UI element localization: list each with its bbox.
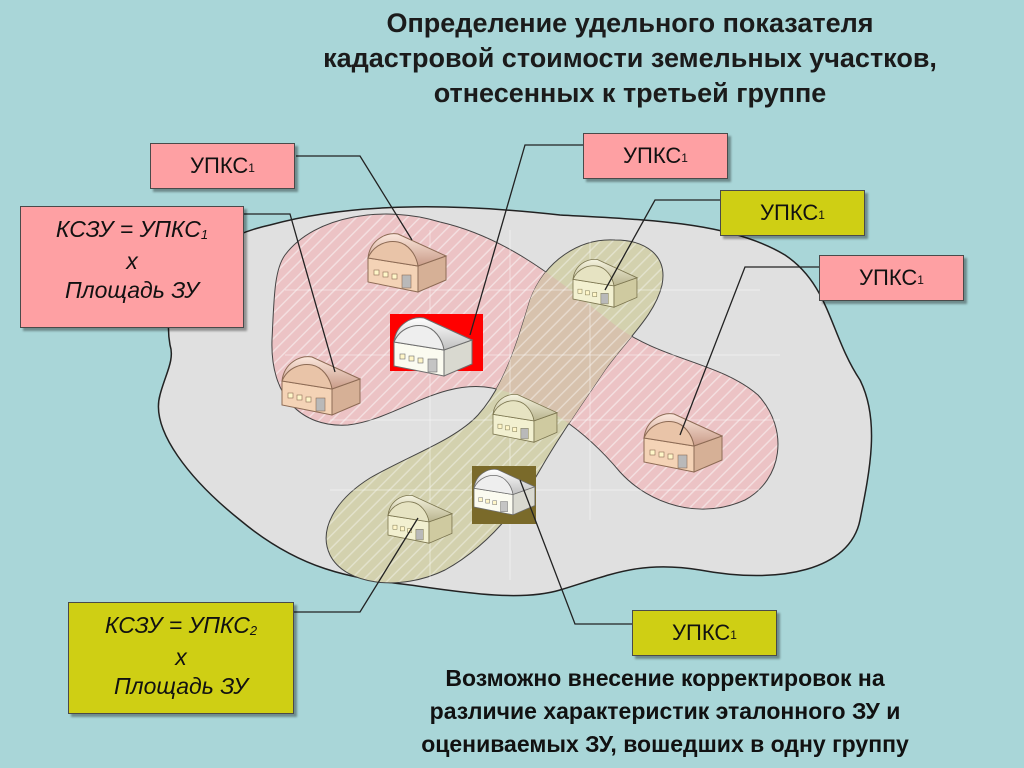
upks-label-text: УПКС [672, 620, 731, 645]
formula-box-olive: КСЗУ = УПКС2 х Площадь ЗУ [68, 602, 294, 714]
formula-times: х [175, 644, 187, 670]
note-line-2: различие характеристик эталонного ЗУ и [429, 698, 901, 724]
callout-lines [244, 144, 820, 625]
upks-label-subscript: 1 [730, 628, 737, 642]
upks-label-subscript: 1 [818, 208, 825, 222]
title-line-1: Определение удельного показателя [386, 8, 874, 38]
upks-label-subscript: 1 [917, 273, 924, 287]
formula-box-pink: КСЗУ = УПКС1 х Площадь ЗУ [20, 206, 244, 328]
upks-label-text: УПКС [190, 153, 249, 178]
upks-label-text: УПКС [760, 200, 819, 225]
formula-area: Площадь ЗУ [64, 277, 200, 303]
adjustment-note: Возможно внесение корректировок на разли… [330, 662, 1000, 761]
upks-label-text: УПКС [859, 265, 918, 290]
title-line-2: кадастровой стоимости земельных участков… [323, 43, 937, 73]
upks-label-subscript: 1 [248, 161, 255, 175]
formula-line-1: КСЗУ = УПКС2 [69, 611, 293, 643]
formula-subscript: 2 [249, 623, 258, 638]
formula-line-1: КСЗУ = УПКС1 [21, 215, 243, 247]
formula-area: Площадь ЗУ [113, 673, 249, 699]
slide-title: Определение удельного показателя кадастр… [240, 6, 1020, 111]
upks-label-subscript: 1 [681, 151, 688, 165]
upks-label-text: УПКС [623, 143, 682, 168]
title-line-3: отнесенных к третьей группе [433, 78, 827, 108]
note-line-3: оцениваемых ЗУ, вошедших в одну группу [421, 731, 909, 757]
formula-times: х [126, 248, 138, 274]
formula-lhs: КСЗУ = УПКС [104, 612, 250, 638]
formula-subscript: 1 [200, 227, 209, 242]
formula-lhs: КСЗУ = УПКС [55, 216, 201, 242]
note-line-1: Возможно внесение корректировок на [445, 665, 885, 691]
